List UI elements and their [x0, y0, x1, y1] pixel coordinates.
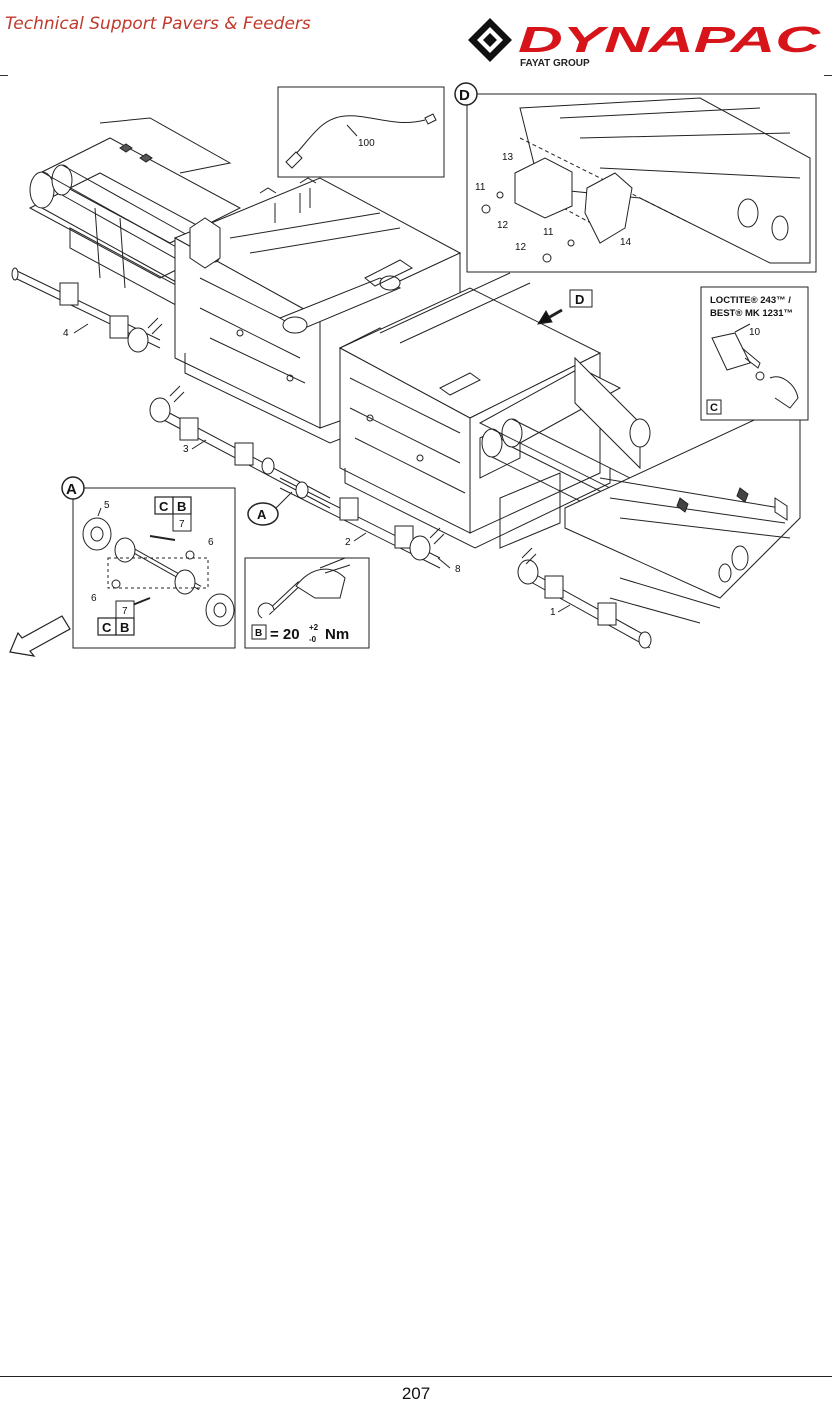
callout-3: 3	[183, 444, 189, 455]
view-d-arrow-label: D	[575, 292, 584, 307]
brand-subtitle: FAYAT GROUP	[520, 58, 590, 69]
torque-value: = 20	[270, 626, 300, 643]
callout-5: 5	[104, 500, 110, 511]
callout-4: 4	[63, 328, 69, 339]
callout-7a: 7	[179, 519, 185, 530]
brand-name: DYNAPAC	[518, 19, 822, 60]
callout-12a: 12	[497, 220, 509, 231]
detail-a-inset: A 5 6 6 C B 7 7 C B	[61, 476, 236, 649]
code-c-bottom: C	[102, 620, 112, 635]
dynapac-logo: DYNAPAC FAYAT GROUP	[468, 18, 822, 69]
machine-frame	[28, 117, 801, 624]
shaft-2	[279, 477, 445, 569]
rear-tube-assembly	[28, 117, 242, 319]
callout-12b: 12	[515, 242, 527, 253]
callout-13: 13	[502, 152, 514, 163]
torque-tol-minus: -0	[309, 635, 317, 644]
dynapac-diamond-icon	[468, 18, 512, 62]
loctite-inset: LOCTITE® 243™ / BEST® MK 1231™ 10 C	[700, 286, 809, 421]
detail-d-label: D	[459, 87, 470, 104]
detail-a-pointer: A	[247, 491, 293, 526]
view-d-arrow: D	[537, 289, 593, 325]
callout-7b: 7	[122, 606, 128, 617]
callout-10: 10	[749, 327, 761, 338]
code-c-top: C	[159, 499, 169, 514]
shaft-4	[11, 267, 163, 353]
detail-d-inset: D 13 11 12 11 12 14	[454, 82, 817, 273]
loctite-line-1: LOCTITE® 243™ /	[710, 295, 791, 306]
exploded-parts-diagram: 4 3 2 1 8 100 D 13 11 12 11 12 14 D	[9, 82, 817, 657]
callout-6a: 6	[208, 537, 214, 548]
callout-14: 14	[620, 237, 632, 248]
footer-rule	[0, 1376, 832, 1377]
callout-1: 1	[550, 607, 556, 618]
torque-tol-plus: +2	[309, 623, 319, 632]
callout-2: 2	[345, 537, 351, 548]
loctite-line-2: BEST® MK 1231™	[710, 308, 793, 319]
shaft-1	[517, 547, 652, 649]
callout-11a: 11	[475, 182, 486, 193]
front-tube-assembly	[478, 356, 801, 624]
cable-inset: 100	[277, 86, 445, 178]
callout-100: 100	[358, 138, 375, 149]
callout-6b: 6	[91, 593, 97, 604]
leader-lines	[73, 323, 571, 613]
loctite-c-label: C	[710, 402, 718, 414]
header-rule-right	[824, 75, 832, 76]
callout-11b: 11	[543, 227, 554, 238]
torque-unit: Nm	[325, 626, 349, 643]
page-number: 207	[401, 1384, 431, 1403]
torque-inset: B = 20 +2 -0 Nm	[244, 557, 370, 649]
code-b-bottom: B	[120, 620, 129, 635]
callout-8: 8	[455, 564, 461, 575]
header-rule-left	[0, 75, 8, 76]
header-title: Technical Support Pavers & Feeders	[5, 14, 311, 34]
detail-a-label: A	[66, 481, 77, 498]
torque-box-label: B	[255, 628, 262, 639]
detail-a-pointer-label: A	[257, 507, 267, 522]
code-b-top: B	[177, 499, 186, 514]
direction-arrow-icon	[9, 615, 71, 657]
